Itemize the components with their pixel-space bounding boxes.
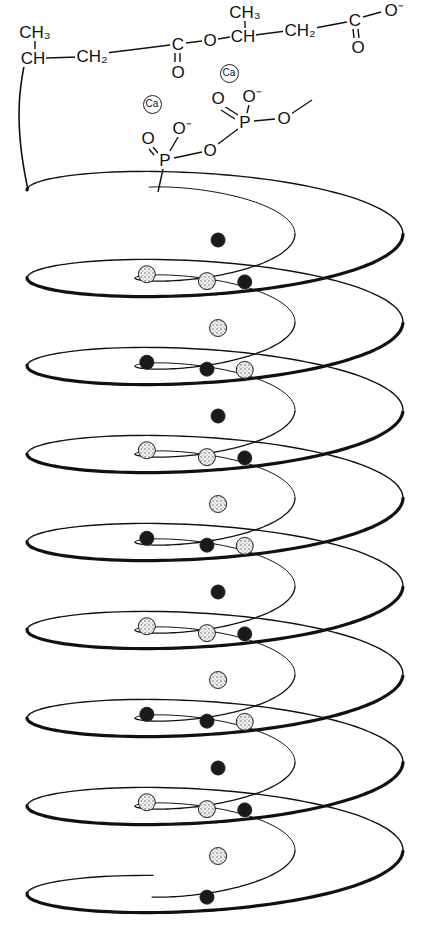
bond <box>218 37 230 39</box>
ion-symbol: Ca <box>146 99 159 109</box>
bond <box>218 129 238 144</box>
inner-helix <box>135 715 295 762</box>
atom-label: CH₃ <box>18 24 51 41</box>
ion-dot <box>211 585 225 599</box>
ion-dot <box>138 266 155 283</box>
ion-dot <box>200 714 214 728</box>
atom-label: C <box>171 36 185 53</box>
ion-circle: Ca <box>143 95 162 114</box>
ion-dot <box>140 707 154 721</box>
bond <box>46 57 78 58</box>
outer-helix <box>27 523 403 587</box>
atom-label: O <box>170 64 185 81</box>
bond <box>363 12 381 17</box>
atom-label: O <box>202 32 217 49</box>
outer-helix <box>27 259 403 323</box>
ion-dot <box>200 538 214 552</box>
ion-dot <box>210 672 227 689</box>
ion-dot <box>211 233 225 247</box>
ion-dot <box>198 801 215 818</box>
double-bond <box>174 53 175 62</box>
ion-dot <box>210 848 227 865</box>
outer-helix <box>27 171 403 234</box>
ion-dot <box>211 761 225 775</box>
bond <box>106 45 170 53</box>
bond <box>174 152 202 158</box>
ion-dot <box>138 618 155 635</box>
ion-dot <box>238 803 252 817</box>
outer-helix <box>27 699 403 762</box>
ion-dot <box>200 890 214 904</box>
atom-label: O⁻ <box>241 88 262 105</box>
ion-dot <box>138 442 155 459</box>
outer-helix <box>27 611 403 676</box>
atom-label: CH <box>230 28 257 45</box>
chemical-bonds <box>35 12 381 192</box>
helix <box>19 66 403 913</box>
outer-helix <box>27 347 403 412</box>
ion-dot <box>211 409 225 423</box>
atom-label: O <box>140 130 155 147</box>
chain-strand <box>19 66 28 190</box>
atom-label: O⁻ <box>383 2 404 19</box>
double-bond <box>358 29 359 38</box>
ion-dot <box>140 531 154 545</box>
inner-helix <box>149 187 295 234</box>
ion-dot <box>140 355 154 369</box>
atom-label: P <box>158 152 171 169</box>
bond <box>254 119 275 121</box>
ion-dot <box>236 713 253 730</box>
ion-dot <box>198 625 215 642</box>
atom-label: CH <box>20 50 47 67</box>
atom-label: CH₂ <box>283 22 316 39</box>
atom-label: CH₃ <box>228 4 261 21</box>
ion-dot <box>198 273 215 290</box>
outer-helix <box>27 875 153 893</box>
double-bond <box>153 147 158 153</box>
bond <box>291 100 312 114</box>
double-bond <box>353 29 354 38</box>
bond <box>255 31 286 35</box>
bond <box>315 22 347 28</box>
outer-helix <box>27 787 403 851</box>
double-bond <box>179 53 180 62</box>
atom-label: P <box>238 114 251 131</box>
bond <box>158 169 163 192</box>
atom-label: C <box>348 12 362 29</box>
bond <box>247 105 249 113</box>
ion-dot <box>210 496 227 513</box>
atom-label: O <box>210 90 225 107</box>
ion-dot <box>238 275 252 289</box>
ion-dot <box>238 627 252 641</box>
inner-helix <box>135 363 295 412</box>
ion-symbol: Ca <box>223 68 236 78</box>
ion-dot <box>236 361 253 378</box>
outer-helix <box>27 435 403 498</box>
ion-dot <box>200 362 214 376</box>
inner-helix <box>135 539 295 587</box>
ion-dot <box>238 451 252 465</box>
ion-dot <box>138 794 155 811</box>
ion-dot <box>236 537 253 554</box>
bond <box>170 137 178 151</box>
atom-label: CH₂ <box>75 48 108 65</box>
double-bond <box>149 149 154 155</box>
atom-label: O⁻ <box>171 120 192 137</box>
atom-label: O <box>350 39 365 56</box>
ion-dot <box>210 320 227 337</box>
double-bond <box>221 110 235 119</box>
ion-circle: Ca <box>220 64 239 83</box>
atom-label: O <box>276 110 291 127</box>
bond <box>34 41 35 49</box>
atom-label: O <box>202 142 217 159</box>
ion-dot <box>198 449 215 466</box>
bond <box>186 41 202 43</box>
